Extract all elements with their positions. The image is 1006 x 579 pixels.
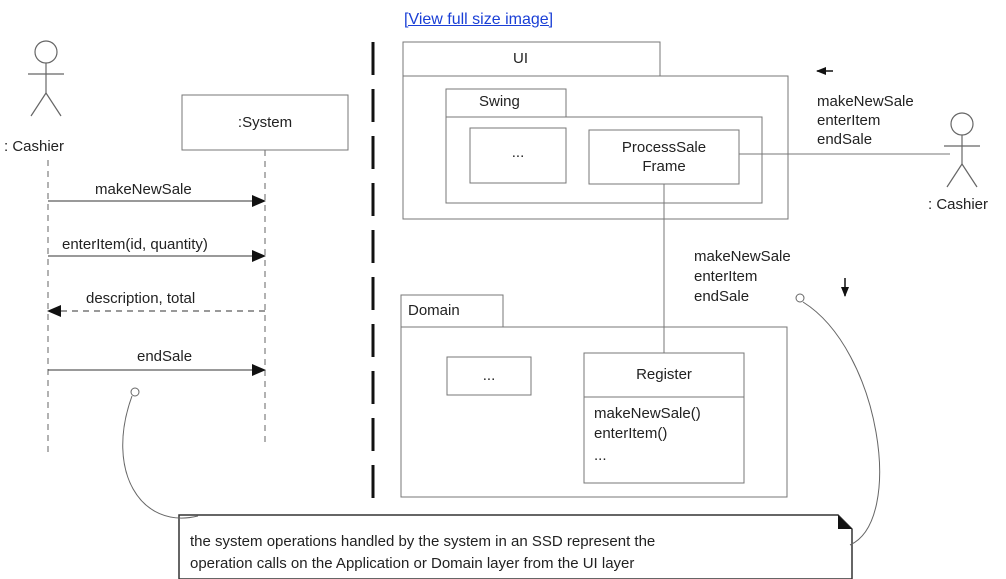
swing-ellipsis-label: ... — [511, 144, 525, 161]
note-line-1: the system operations handled by the sys… — [190, 533, 656, 550]
register-op-ellipsis: ... — [594, 447, 607, 464]
domain-ellipsis-box — [446, 356, 532, 396]
system-box — [181, 94, 349, 151]
cashier-label-left: : Cashier — [4, 138, 65, 155]
view-full-size-link[interactable]: [View full size image] — [404, 11, 554, 28]
process-sale-frame-label-1: ProcessSale — [621, 139, 707, 156]
message-label-makeNewSale: makeNewSale — [95, 181, 192, 198]
right-op-top-endSale: endSale — [817, 131, 873, 148]
register-op-makeNewSale: makeNewSale() — [594, 405, 701, 422]
cashier-actor-right — [944, 112, 980, 188]
note-connectors — [122, 293, 881, 546]
message-label-enterItem: enterItem(id, quantity) — [62, 236, 208, 253]
cashier-label-right: : Cashier — [928, 196, 989, 213]
process-sale-frame-box — [588, 129, 740, 185]
register-class-name: Register — [636, 366, 692, 383]
right-op-mid-makeNewSale: makeNewSale — [694, 248, 791, 265]
note-line-2: operation calls on the Application or Do… — [190, 555, 635, 572]
register-op-enterItem: enterItem() — [594, 425, 668, 442]
right-op-top-enterItem: enterItem — [817, 112, 881, 129]
cashier-actor-left — [28, 40, 64, 117]
domain-ellipsis-label: ... — [482, 367, 496, 384]
right-op-mid-endSale: endSale — [694, 288, 750, 305]
process-sale-frame-label-2: Frame — [642, 158, 686, 175]
swing-ellipsis-box — [469, 127, 567, 184]
right-op-top-makeNewSale: makeNewSale — [817, 93, 914, 110]
message-label-endSale: endSale — [137, 348, 193, 365]
swing-package-label: Swing — [479, 93, 520, 110]
right-op-mid-enterItem: enterItem — [694, 268, 758, 285]
ui-package-label: UI — [513, 50, 528, 67]
domain-package-label: Domain — [408, 302, 460, 319]
note-box — [178, 514, 853, 579]
note-text: the system operations handled by the sys… — [190, 531, 655, 575]
message-label-description-total: description, total — [86, 290, 196, 307]
register-class-box — [583, 352, 745, 484]
system-label: :System — [237, 114, 293, 131]
